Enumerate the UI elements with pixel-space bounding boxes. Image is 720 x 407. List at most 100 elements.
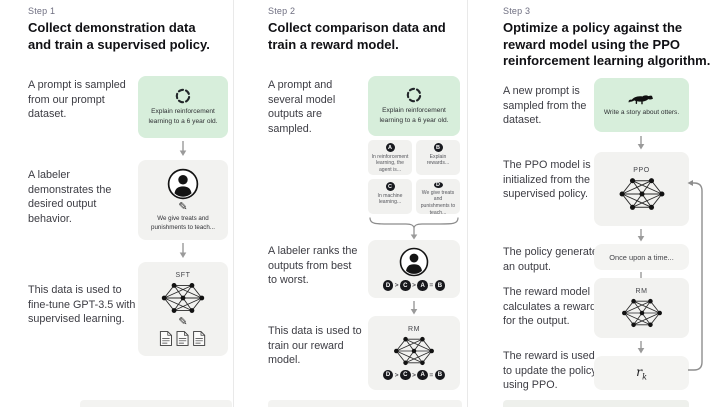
labeler-icon — [167, 168, 199, 200]
ppo-label: PPO — [633, 166, 650, 174]
reward-subscript: k — [642, 372, 647, 382]
step1-prompt-box: Explain reinforcement learning to a 6 ye… — [138, 76, 228, 138]
arrow-down-icon — [179, 243, 187, 264]
step3-reward-box: rk — [594, 356, 689, 390]
step3-title-line1: Optimize a policy against the — [503, 20, 683, 35]
sampling-icon — [406, 87, 422, 103]
documents-icon — [159, 330, 207, 347]
output-d-text: We give treats and punishments to teach.… — [420, 189, 456, 217]
feedback-arrow — [686, 180, 708, 379]
step2-title-line1: Collect comparison data and — [268, 20, 446, 35]
rank-badge: D — [382, 369, 394, 381]
rank-separator: > — [412, 282, 416, 289]
reward-value: rk — [636, 364, 647, 382]
step2-rank-text: A labeler ranks the outputs from best to… — [268, 245, 358, 287]
rank-separator: > — [394, 371, 399, 379]
rank-badge: C — [400, 280, 411, 291]
rank-badge: D — [382, 280, 394, 291]
rank-separator: = — [429, 371, 434, 379]
reward-symbol: r — [636, 364, 643, 380]
column-divider — [467, 0, 468, 407]
step1-title-line2: and train a supervised policy. — [28, 36, 210, 52]
rank-separator: > — [412, 371, 416, 379]
labeler-icon — [399, 247, 429, 277]
sampling-icon — [175, 88, 191, 104]
step3-prompt-box-text: Write a story about otters. — [603, 108, 680, 116]
step3-init-text: The PPO model is initialized from the su… — [503, 159, 591, 201]
step3-reward-calc-text: The reward model calculates a reward for… — [503, 286, 597, 328]
arrow-down-icon — [637, 341, 645, 359]
step1-title: Collect demonstration data and train a s… — [28, 20, 228, 53]
step1-labeler-box: ✎ We give treats and punishments to teac… — [138, 160, 228, 240]
output-b-badge: B — [433, 143, 443, 152]
next-section-peek — [80, 400, 232, 407]
step1-prompt-text: A prompt is sampled from our prompt data… — [28, 79, 126, 121]
step3-update-text: The reward is used to update the policy … — [503, 350, 597, 392]
step3-prompt-text: A new prompt is sampled from the dataset… — [503, 85, 587, 127]
output-a-box: A In reinforcement learning, the agent i… — [368, 140, 412, 175]
output-c-badge: C — [385, 182, 395, 191]
rank-separator: = — [429, 282, 434, 289]
arrow-down-icon — [410, 227, 418, 245]
ranking: D > C > A = B — [382, 369, 446, 381]
step2-rm-box: RM D > C > A = B — [368, 316, 460, 390]
step3-rm-box: RM — [594, 278, 689, 338]
arrow-down-icon — [179, 141, 187, 162]
arrow-down-icon — [637, 229, 645, 247]
next-section-peek — [268, 400, 462, 407]
step3-title-line3: reinforcement learning algorithm. — [503, 53, 711, 68]
pencil-icon: ✎ — [178, 200, 188, 213]
step3-title: Optimize a policy against the reward mod… — [503, 20, 717, 70]
column-divider — [233, 0, 234, 407]
step2-prompt-text: A prompt and several model outputs are s… — [268, 79, 336, 135]
output-d-box: D We give treats and punishments to teac… — [416, 179, 460, 216]
step2-label: Step 2 — [268, 6, 296, 16]
step3-output-box: Once upon a time... — [594, 244, 689, 270]
output-a-text: In reinforcement learning, the agent is.… — [371, 153, 409, 174]
step3-title-line2: reward model using the PPO — [503, 36, 680, 52]
arrow-down-icon — [410, 301, 418, 320]
otter-icon — [628, 93, 656, 106]
step3-prompt-box: Write a story about otters. — [594, 78, 689, 132]
step1-prompt-box-text: Explain reinforcement learning to a 6 ye… — [148, 108, 218, 125]
step1-sft-box: SFT ✎ — [138, 262, 228, 356]
step3-output-text: The policy generates an output. — [503, 246, 604, 273]
rm-label: RM — [407, 325, 421, 333]
rm-label: RM — [635, 287, 648, 295]
ranking: D > C > A = B — [382, 280, 446, 291]
step1-label: Step 1 — [28, 6, 56, 16]
rank-badge: B — [434, 280, 446, 291]
step2-prompt-box-text: Explain reinforcement learning to a 6 ye… — [379, 107, 449, 124]
rank-badge: A — [417, 280, 428, 291]
output-c-box: C In machine learning... — [368, 179, 412, 214]
pencil-icon: ✎ — [178, 315, 188, 328]
step3-output-box-text: Once upon a time... — [609, 252, 674, 262]
rank-badge: C — [400, 369, 411, 381]
step1-labeler-text: A labeler demonstrates the desired outpu… — [28, 169, 112, 225]
step2-prompt-box: Explain reinforcement learning to a 6 ye… — [368, 76, 460, 136]
output-b-text: Explain rewards... — [426, 153, 450, 167]
step1-title-line1: Collect demonstration data — [28, 20, 196, 35]
step2-title: Collect comparison data and train a rewa… — [268, 20, 468, 53]
rank-badge: A — [417, 369, 428, 381]
network-icon — [619, 176, 665, 212]
output-c-text: In machine learning... — [377, 192, 403, 206]
step2-labeler-box: D > C > A = B — [368, 240, 460, 298]
next-section-peek — [503, 400, 689, 407]
sft-label: SFT — [175, 271, 191, 279]
step1-labeler-box-text: We give treats and punishments to teach.… — [151, 214, 215, 231]
rank-separator: > — [394, 282, 399, 289]
network-icon — [393, 335, 435, 367]
step2-train-text: This data is used to train our reward mo… — [268, 325, 362, 367]
step2-title-line2: train a reward model. — [268, 36, 399, 52]
network-icon — [621, 297, 663, 329]
step3-ppo-box: PPO — [594, 152, 689, 226]
step1-finetune-text: This data is used to fine-tune GPT-3.5 w… — [28, 284, 136, 326]
arrow-down-icon — [637, 136, 645, 155]
step3-label: Step 3 — [503, 6, 531, 16]
output-a-badge: A — [385, 143, 395, 152]
network-icon — [161, 281, 205, 315]
rank-badge: B — [434, 369, 446, 381]
output-d-badge: D — [433, 182, 443, 188]
